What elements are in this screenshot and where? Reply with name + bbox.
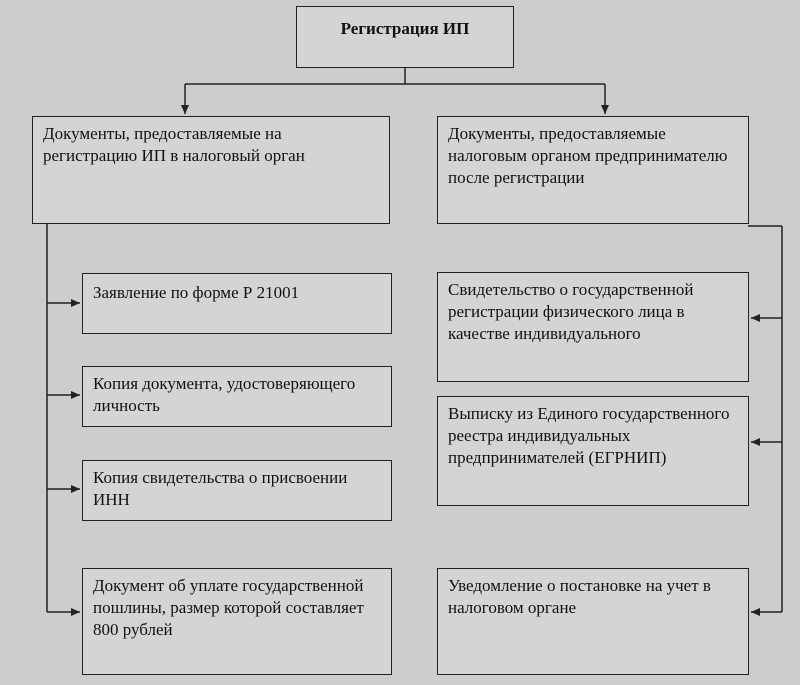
right-item-1: Свидетельство о государственной регистра… bbox=[437, 272, 749, 382]
left-item-4: Документ об уплате государственной пошли… bbox=[82, 568, 392, 675]
right-item-3: Уведомление о постановке на учет в налог… bbox=[437, 568, 749, 675]
diagram-title: Регистрация ИП bbox=[296, 6, 514, 68]
right-header-box: Документы, предоставляемые налоговым орг… bbox=[437, 116, 749, 224]
left-item-1: Заявление по форме Р 21001 bbox=[82, 273, 392, 334]
right-item-2: Выписку из Единого государственного реес… bbox=[437, 396, 749, 506]
left-item-3: Копия свидетельства о присвоении ИНН bbox=[82, 460, 392, 521]
left-item-2: Копия документа, удостоверяющего личност… bbox=[82, 366, 392, 427]
left-header-box: Документы, предоставляемые на регистраци… bbox=[32, 116, 390, 224]
